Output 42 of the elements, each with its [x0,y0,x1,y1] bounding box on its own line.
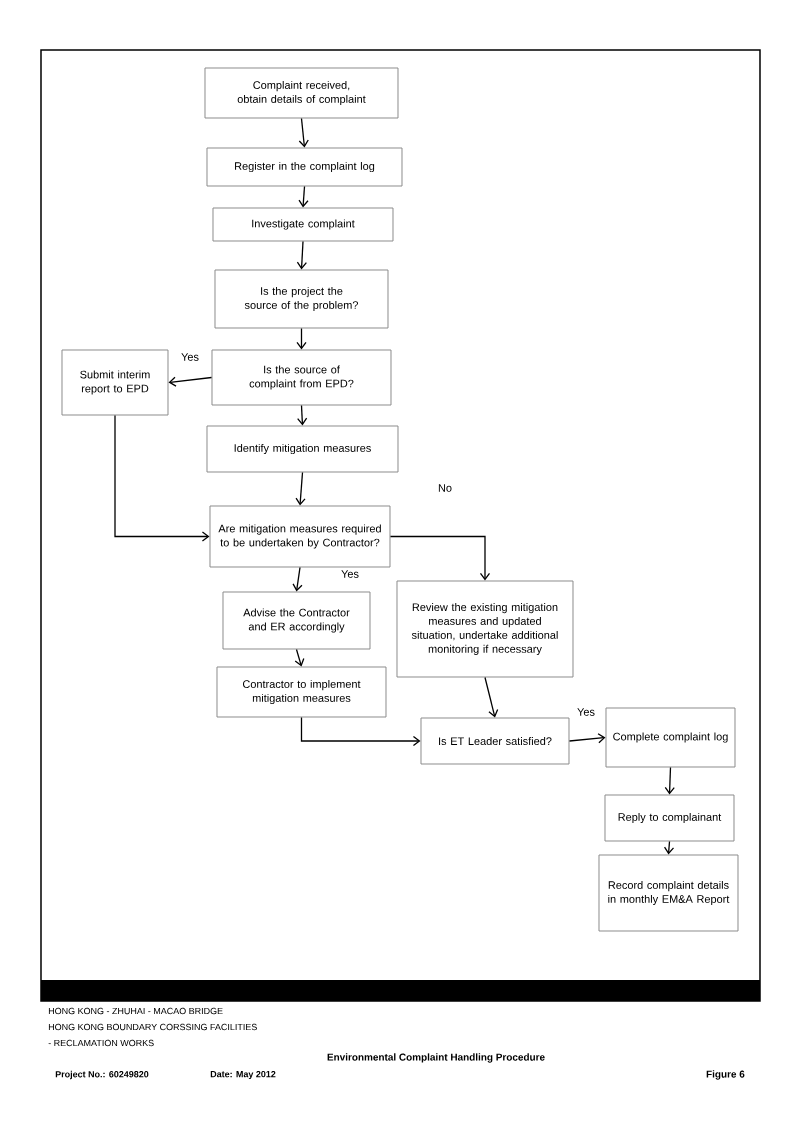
arrow [292,566,303,592]
arrow [663,840,675,855]
arrow [389,535,491,581]
arrow [298,117,309,148]
process-box: Advise the Contractor and ER accordingly [222,591,371,650]
title: Environmental Complaint Handling Procedure [327,1053,545,1063]
project-name: - RECLAMATION WORKS [48,1039,154,1047]
edge-label: No [437,483,453,493]
arrow [294,648,305,667]
process-box: Complaint received, obtain details of complaint [204,67,399,119]
process-box: Register in the complaint log [206,147,403,187]
process-box: Identify mitigation measures [206,425,399,473]
arrow [568,733,606,744]
process-box: Is the project the source of the problem? [214,269,389,329]
arrow [296,240,307,270]
figure-number: Figure 6 [706,1070,745,1080]
arrow [168,376,213,387]
process-box: Is ET Leader satisfied? [420,717,570,765]
process-box: Record complaint details in monthly EM&A Report [598,854,739,932]
edge-label: Yes [576,707,596,717]
title-block-text: Project No.: 60249820 [55,1070,149,1080]
arrow [484,676,499,718]
arrow [114,414,210,542]
edge-label: Yes [180,352,200,362]
project-name: HONG KONG - ZHUHAI - MACAO BRIDGE [48,1007,223,1015]
process-box: Is the source of complaint from EPD? [211,349,392,406]
title-block-text: Date: May 2012 [210,1070,276,1080]
arrow [298,185,309,208]
arrow [295,471,306,506]
process-box: Review the existing mitigation measures and updated situation, undertake additional monitoring if necessary [396,580,574,678]
arrow [297,404,308,426]
project-name: HONG KONG BOUNDARY CORSSING FACILITIES [48,1023,257,1031]
process-box: Contractor to implement mitigation measures [216,666,387,718]
process-box: Are mitigation measures required to be undertaken by Contractor? [209,505,391,568]
process-box: Reply to complainant [604,794,735,842]
arrow [296,327,307,350]
arrow [664,766,675,795]
edge-label: Yes [340,569,360,579]
process-box: Investigate complaint [212,207,394,242]
process-box: Submit interim report to EPD [61,349,169,416]
process-box: Complete complaint log [605,707,736,768]
arrow [300,716,421,747]
